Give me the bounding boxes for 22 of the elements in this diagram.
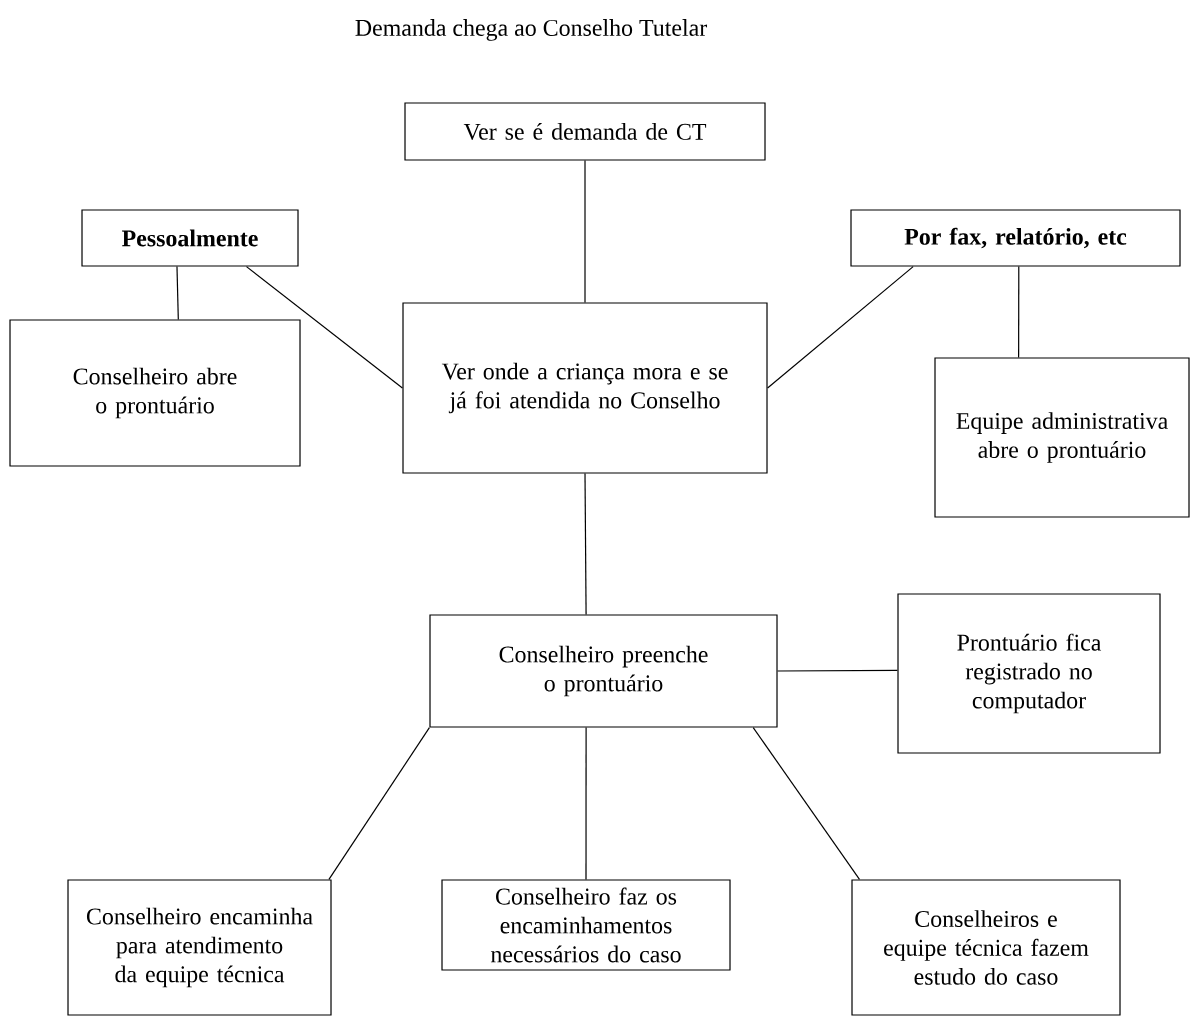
connector-line	[584, 473, 587, 615]
connector-line	[245, 266, 403, 389]
connector-line	[328, 727, 430, 880]
connector-line	[767, 266, 914, 389]
process-box: Conselheiro abre o prontuário	[9, 319, 301, 467]
process-box: Prontuário fica registrado no computador	[897, 593, 1161, 754]
process-box: Pessoalmente	[81, 209, 299, 267]
process-box: Conselheiro faz os encaminhamentos necessários do caso	[441, 879, 731, 971]
title: Demanda chega ao Conselho Tutelar	[355, 19, 707, 41]
connector-line	[584, 160, 586, 303]
process-box: Conselheiros e equipe técnica fazem estudo do caso	[851, 879, 1121, 1016]
connector-line	[585, 727, 587, 880]
connector-line	[176, 266, 179, 320]
process-box: Equipe administrativa abre o prontuário	[934, 357, 1190, 518]
connector-line	[752, 727, 861, 880]
process-box: Por fax, relatório, etc	[850, 209, 1181, 267]
process-box: Ver se é demanda de CT	[404, 102, 766, 161]
process-box: Ver onde a criança mora e se já foi atendida no Conselho	[402, 302, 768, 474]
connector-line	[1018, 266, 1020, 358]
process-box: Conselheiro preenche o prontuário	[429, 614, 778, 728]
connector-line	[777, 669, 898, 672]
process-box: Conselheiro encaminha para atendimento da equipe técnica	[67, 879, 332, 1016]
